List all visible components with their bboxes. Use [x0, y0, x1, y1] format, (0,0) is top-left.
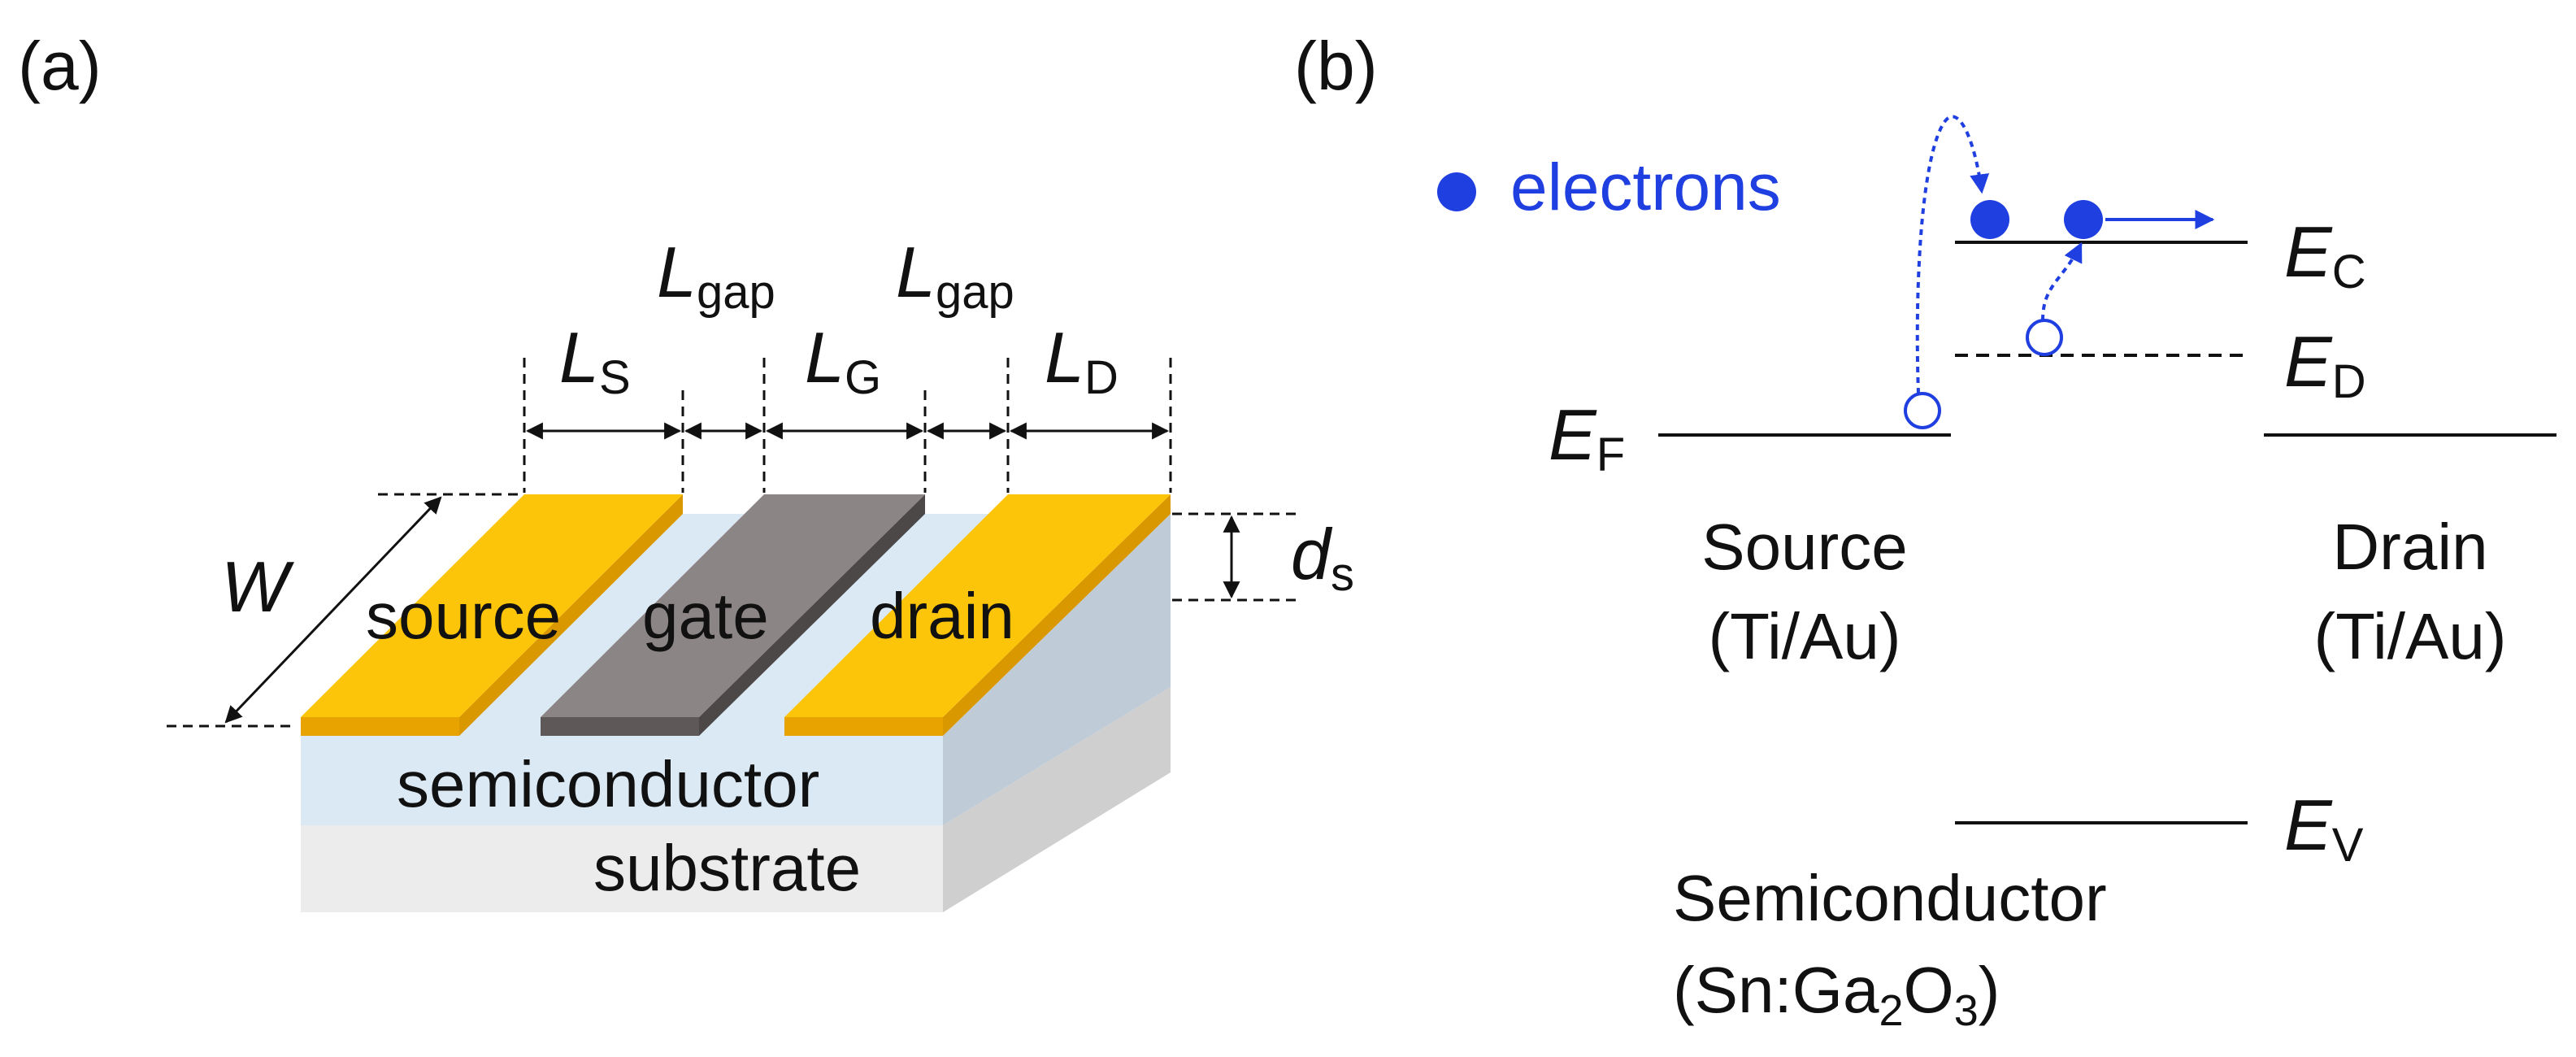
label-ec: EC	[2284, 211, 2366, 298]
drain-contact-front	[784, 717, 943, 736]
gate-contact-side	[699, 494, 925, 736]
semiconductor-material-label: (Sn:Ga2O3)	[1673, 954, 2000, 1035]
drain-region-label: Drain	[2332, 511, 2487, 583]
label-lgap-1: Lgap	[657, 232, 775, 319]
ds-dimension	[1172, 512, 1301, 602]
substrate-block	[301, 687, 1171, 912]
source-material-label: (Ti/Au)	[1708, 600, 1901, 672]
electron-filled-2	[2064, 200, 2103, 239]
label-lg: LG	[805, 317, 881, 404]
source-region-label: Source	[1701, 511, 1907, 583]
panel-b: (b) electrons EC ED EF EV Source (Ti/Au)…	[1294, 28, 2556, 1035]
electron-filled-1	[1970, 200, 2009, 239]
label-ef: EF	[1549, 394, 1625, 481]
drain-contact-top	[784, 494, 1171, 717]
legend-electrons-label: electrons	[1510, 150, 1781, 224]
label-lgap-2: Lgap	[896, 232, 1014, 319]
semiconductor-front-face	[301, 736, 943, 825]
label-w: W	[221, 546, 294, 627]
dimension-extension-lines	[523, 358, 1172, 493]
source-contact-side	[459, 494, 683, 736]
source-label: source	[366, 580, 561, 652]
panel-a-label: (a)	[18, 28, 102, 104]
gate-label: gate	[642, 580, 769, 652]
label-ev: EV	[2284, 785, 2364, 872]
semiconductor-side-face	[943, 514, 1171, 825]
drain-material-label: (Ti/Au)	[2313, 600, 2506, 672]
panel-a: (a) source	[18, 28, 1354, 912]
substrate-front-face	[301, 825, 943, 912]
substrate-side-face	[943, 687, 1171, 912]
label-ld: LD	[1045, 317, 1119, 404]
gate-contact-front	[541, 717, 699, 736]
label-ds: ds	[1291, 514, 1354, 601]
electron-vacancy-donor	[2026, 319, 2063, 356]
donor-ionization-arrow	[2041, 241, 2083, 321]
thermionic-emission-arrow	[1915, 115, 1990, 394]
semiconductor-label: semiconductor	[397, 748, 819, 820]
semiconductor-region-label: Semiconductor	[1673, 862, 2107, 934]
panel-b-label: (b)	[1294, 28, 1378, 104]
drain-contact-side	[943, 494, 1171, 736]
label-ed: ED	[2284, 321, 2366, 408]
drain-contact	[784, 494, 1171, 736]
drain-label: drain	[870, 580, 1014, 652]
label-ls: LS	[559, 317, 631, 404]
w-arrow	[224, 496, 442, 724]
gate-contact	[541, 494, 925, 736]
legend-electron-dot	[1437, 172, 1476, 211]
width-dimension	[167, 493, 520, 728]
electron-vacancy-source	[1904, 392, 1941, 429]
gate-contact-top	[541, 494, 925, 717]
source-contact-front	[301, 717, 459, 736]
substrate-label: substrate	[593, 832, 861, 904]
